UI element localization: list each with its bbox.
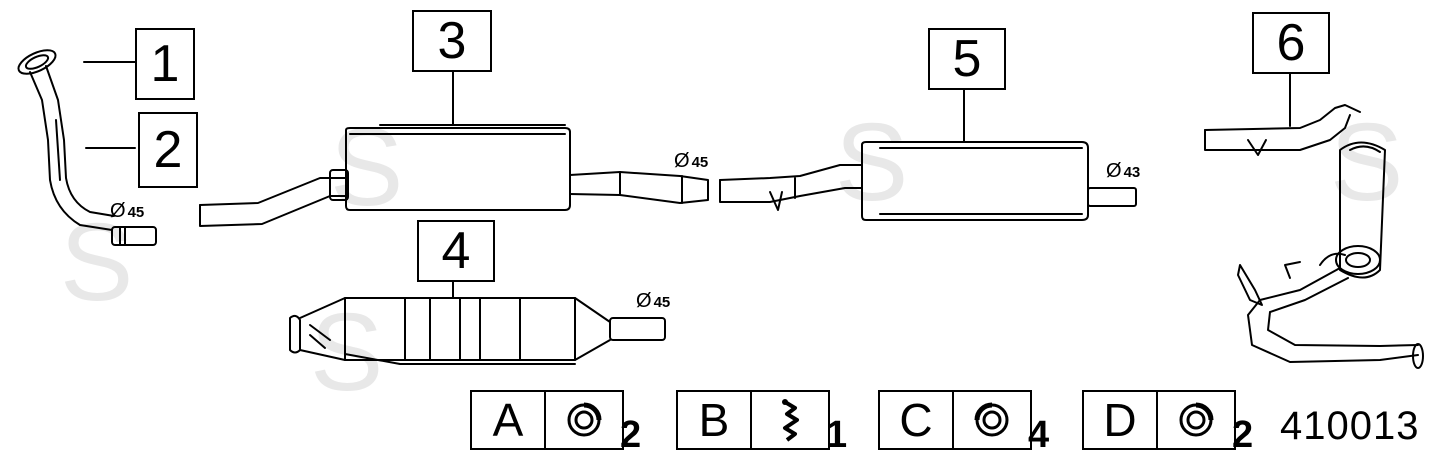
legend-icon-c bbox=[952, 390, 1032, 450]
watermark: S S S S S bbox=[60, 101, 1403, 414]
legend-quantity-d: 2 bbox=[1232, 414, 1254, 456]
part-number: 4 bbox=[441, 222, 471, 280]
reference-number: 410013 bbox=[1280, 404, 1420, 448]
front-pipe bbox=[17, 49, 157, 246]
watermark-glyph: S bbox=[835, 101, 908, 224]
diameter-symbol: Ø bbox=[636, 290, 652, 312]
part-number: 3 bbox=[437, 12, 467, 70]
diameter-symbol: Ø bbox=[674, 150, 690, 172]
watermark-glyph: S bbox=[60, 201, 133, 324]
legend-letter-a: A bbox=[470, 390, 546, 450]
part-label-3: 3 bbox=[412, 10, 492, 72]
part-label-5: 5 bbox=[928, 28, 1006, 90]
catalytic-converter bbox=[289, 277, 666, 365]
legend-quantity-c: 4 bbox=[1028, 414, 1050, 456]
legend-icon-b bbox=[750, 390, 830, 450]
watermark-glyph: S bbox=[1330, 101, 1403, 224]
legend-letter: C bbox=[899, 394, 933, 446]
legend-icon-a bbox=[544, 390, 624, 450]
clamp-icon bbox=[782, 399, 799, 442]
part-number: 6 bbox=[1276, 14, 1306, 72]
part-number: 5 bbox=[952, 30, 982, 88]
legend-letter: D bbox=[1103, 394, 1137, 446]
legend-letter-c: C bbox=[878, 390, 954, 450]
part-label-6: 6 bbox=[1252, 12, 1330, 74]
watermark-glyph: S bbox=[310, 291, 383, 414]
diameter-value: 45 bbox=[691, 154, 709, 171]
ring-gasket-icon bbox=[567, 402, 602, 437]
part-label-2: 2 bbox=[138, 112, 198, 188]
middle-silencer bbox=[199, 61, 709, 227]
diameter-value: 43 bbox=[1123, 164, 1141, 181]
rear-silencer bbox=[719, 84, 1137, 221]
diameter-value: 45 bbox=[127, 204, 145, 221]
watermark-glyph: S bbox=[330, 106, 403, 229]
legend-letter-d: D bbox=[1082, 390, 1158, 450]
legend-letter: A bbox=[492, 394, 524, 446]
ring-gasket-icon bbox=[974, 402, 1009, 437]
diameter-symbol: Ø bbox=[1106, 160, 1122, 182]
tail-section bbox=[1204, 63, 1424, 369]
legend-quantity-a: 2 bbox=[620, 414, 642, 456]
legend-quantity-b: 1 bbox=[826, 414, 848, 456]
part-label-4: 4 bbox=[417, 220, 495, 282]
part-number: 2 bbox=[153, 121, 183, 179]
legend-letter-b: B bbox=[676, 390, 752, 450]
ring-gasket-icon bbox=[1179, 402, 1214, 437]
legend-letter: B bbox=[698, 394, 730, 446]
part-label-1: 1 bbox=[135, 28, 195, 100]
legend-icon-d bbox=[1156, 390, 1236, 450]
diameter-symbol: Ø bbox=[110, 200, 126, 222]
part-number: 1 bbox=[150, 35, 180, 93]
diameter-value: 45 bbox=[653, 294, 671, 311]
